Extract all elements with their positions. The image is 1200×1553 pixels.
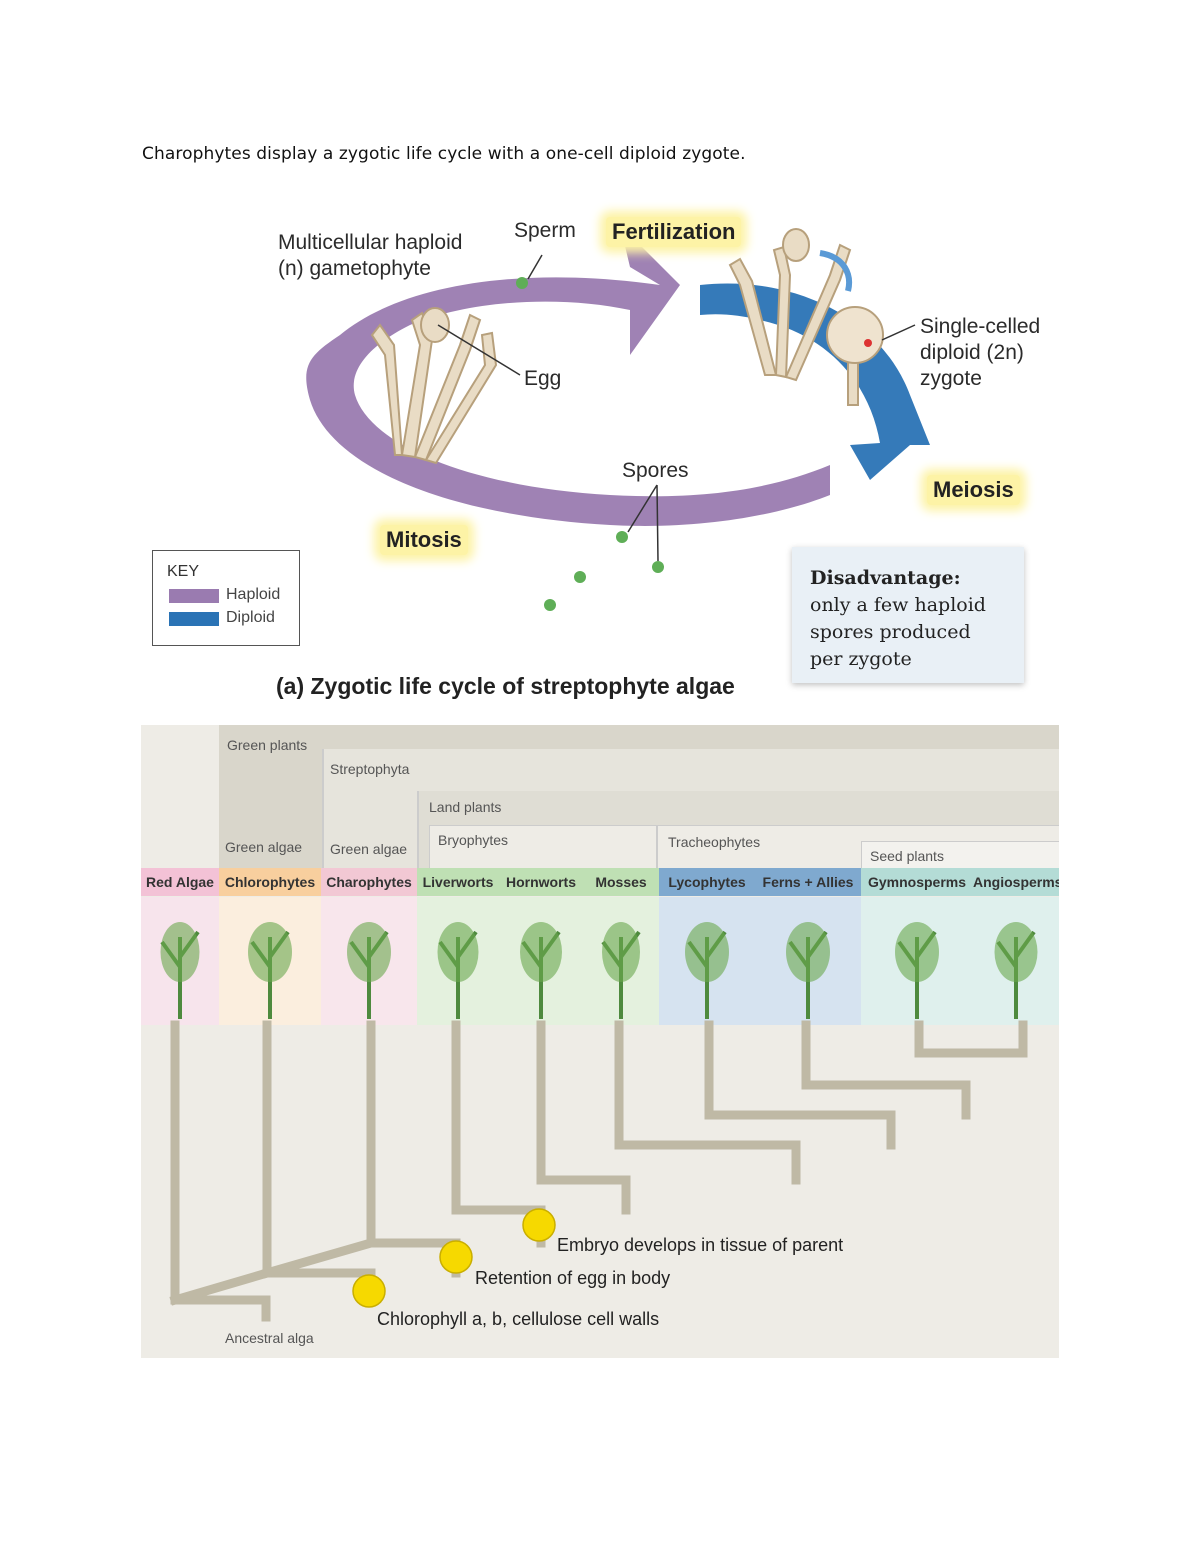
taxon-label: Gymnosperms [861, 868, 973, 896]
key-title: KEY [167, 563, 200, 580]
bryophytes-label: Bryophytes [438, 832, 509, 848]
fertilization-label: Fertilization [606, 217, 742, 247]
land-plants-label: Land plants [429, 799, 502, 815]
figure-subtitle: (a) Zygotic life cycle of streptophyte a… [276, 673, 735, 699]
trait-embryo-label: Embryo develops in tissue of parent [557, 1235, 844, 1255]
diploid-key-label: Diploid [226, 609, 275, 626]
green-plants-label: Green plants [227, 737, 308, 753]
phylogeny-tree [169, 1020, 1028, 1322]
life-cycle-diagram [306, 225, 930, 611]
trait-marker [522, 1208, 556, 1242]
diploid-swatch [169, 612, 219, 626]
trait-chlorophyll-label: Chlorophyll a, b, cellulose cell walls [377, 1309, 660, 1329]
seed-plants-band: Seed plants [861, 841, 1059, 870]
mitosis-label: Mitosis [380, 525, 468, 555]
haploid-arc [306, 225, 830, 526]
gametophyte-label-line2: (n) gametophyte [278, 257, 431, 280]
disadvantage-line: spores produced [810, 621, 971, 643]
fertilization-arrow [819, 250, 852, 292]
trait-retention-label: Retention of egg in body [475, 1268, 671, 1288]
life-cycle-figure: Multicellular haploid (n) gametophyte Sp… [140, 195, 1060, 715]
taxon-label: Red Algae [141, 868, 219, 896]
spore [652, 561, 664, 573]
zygote-label-line2: diploid (2n) [920, 341, 1024, 364]
root-label: Ancestral alga [225, 1330, 314, 1346]
cladogram-figure: Green plants Green algae Streptophyta Gr… [141, 725, 1059, 1358]
green-algae-label: Green algae [330, 841, 408, 857]
streptophyta-label: Streptophyta [330, 761, 410, 777]
taxon-label: Lycophytes [659, 868, 755, 896]
green-algae-label: Green algae [225, 839, 303, 855]
spore [544, 599, 556, 611]
taxon-illustration [583, 897, 659, 1025]
disadvantage-line: only a few haploid [810, 594, 986, 616]
haploid-swatch [169, 589, 219, 603]
taxon-illustration [659, 897, 755, 1025]
gametophyte-illustration [370, 307, 498, 465]
spores-label: Spores [622, 459, 689, 482]
taxon-label: Charophytes [321, 868, 417, 896]
haploid-key-label: Haploid [226, 586, 281, 603]
seed-plants-label: Seed plants [870, 848, 944, 864]
caption-text: Charophytes display a zygotic life cycle… [142, 144, 746, 164]
taxon-illustration [861, 897, 973, 1025]
tracheophytes-label: Tracheophytes [668, 834, 761, 850]
sperm-label: Sperm [514, 219, 576, 242]
taxon-illustration [321, 897, 417, 1025]
disadvantage-title: Disadvantage: [810, 567, 961, 589]
taxon-illustration [219, 897, 321, 1025]
trait-marker [352, 1274, 386, 1308]
taxon-label: Liverworts [417, 868, 499, 896]
meiosis-label: Meiosis [927, 475, 1020, 505]
sperm-cell [516, 277, 528, 289]
disadvantage-line: per zygote [810, 648, 912, 670]
taxon-label: Chlorophytes [219, 868, 321, 896]
taxon-illustration [755, 897, 861, 1025]
taxon-illustration [973, 897, 1059, 1025]
taxon-illustration [141, 897, 219, 1025]
trait-marker [439, 1240, 473, 1274]
zygote-illustration [728, 228, 884, 406]
zygote-label: Single-celled [920, 315, 1041, 338]
spore [574, 571, 586, 583]
zygote-nucleus [864, 339, 872, 347]
disadvantage-box: Disadvantage: only a few haploid spores … [792, 547, 1024, 683]
spore [616, 531, 628, 543]
taxon-label: Ferns + Allies [755, 868, 861, 896]
taxon-illustration [499, 897, 583, 1025]
gametophyte-label: Multicellular haploid [278, 231, 463, 254]
taxon-label: Angiosperms [973, 868, 1059, 896]
key-legend: KEY Haploid Diploid [152, 550, 300, 646]
egg-label: Egg [524, 367, 562, 390]
zygote-label-line3: zygote [920, 367, 982, 390]
bryophytes-band: Bryophytes [429, 825, 657, 870]
taxon-illustration [417, 897, 499, 1025]
taxon-label: Mosses [583, 868, 659, 896]
taxon-label: Hornworts [499, 868, 583, 896]
